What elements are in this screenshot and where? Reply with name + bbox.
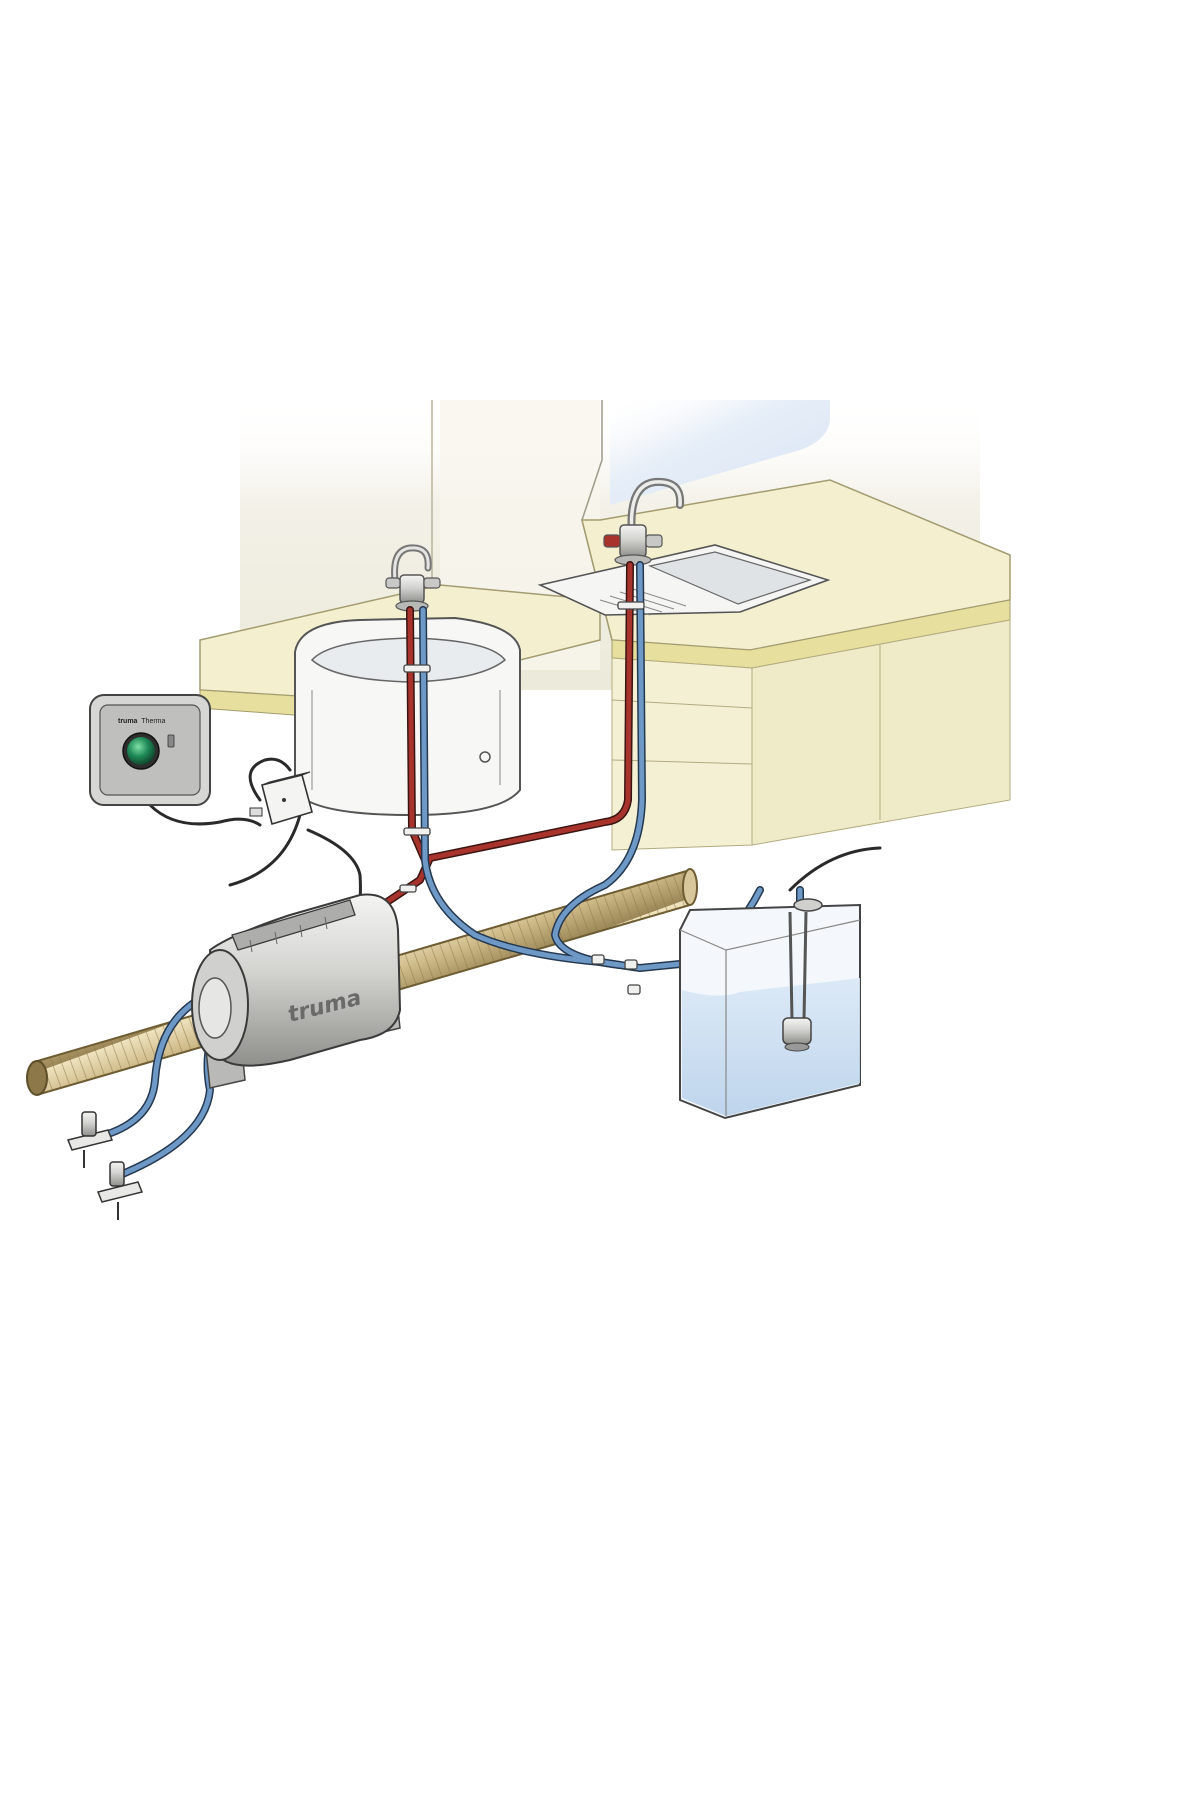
pipe-clips — [399, 601, 645, 995]
submersible-pump — [782, 1017, 812, 1045]
faucet-icon — [603, 477, 685, 566]
power-button[interactable] — [127, 737, 155, 765]
heater-unit: truma — [191, 893, 402, 1089]
electrical-cables — [148, 757, 882, 927]
hot-water-pipes — [371, 561, 634, 914]
faucet-icon — [385, 544, 441, 612]
panel-brand-label: truma Therma — [118, 718, 166, 725]
junction-box — [249, 771, 313, 826]
cabinet-knob — [479, 751, 491, 763]
kitchen-counter — [537, 479, 1011, 851]
drain-valve — [96, 1161, 144, 1220]
water-tank — [679, 898, 861, 1120]
plug-icon — [249, 807, 263, 817]
drain-valve — [66, 1111, 114, 1168]
control-panel: truma Therma — [89, 694, 211, 806]
rocker-switch-icon — [167, 734, 175, 748]
